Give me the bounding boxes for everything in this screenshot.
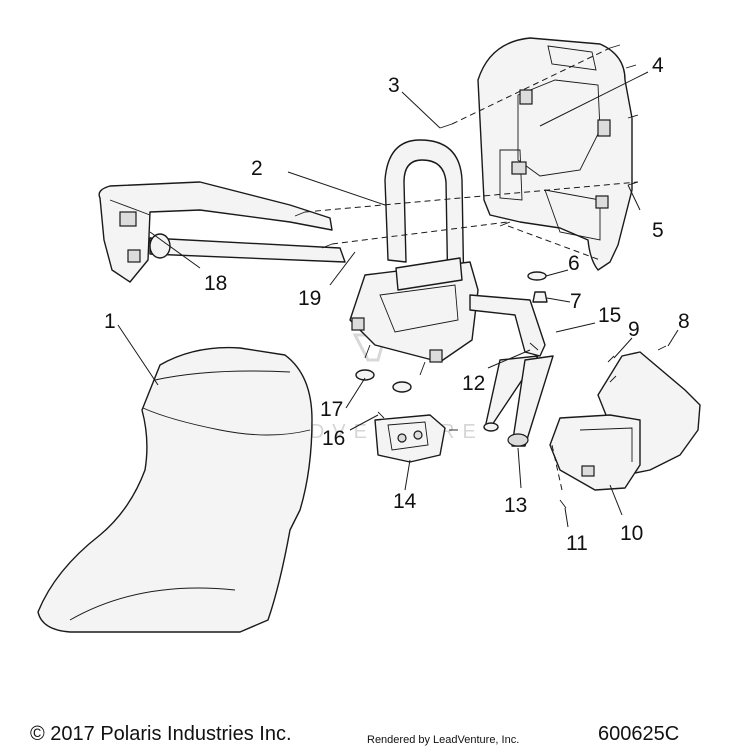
part-tube-frame (98, 181, 346, 283)
callout-11: 11 (566, 532, 588, 555)
assembly-lines (304, 47, 639, 491)
rendered-by-text: Rendered by LeadVenture, Inc. (367, 734, 519, 746)
callout-13: 13 (504, 494, 527, 517)
diagram-id: 600625C (598, 723, 679, 745)
part-side-cover (549, 351, 701, 491)
part-grommets (355, 369, 412, 393)
callout-15: 15 (598, 304, 621, 327)
callout-19: 19 (298, 287, 321, 310)
callout-2: 2 (251, 157, 263, 180)
fasteners (294, 44, 667, 509)
callout-10: 10 (620, 522, 643, 545)
callout-3: 3 (388, 74, 400, 97)
callout-7: 7 (570, 290, 582, 313)
part-tubes (483, 355, 554, 447)
callout-17: 17 (320, 398, 343, 421)
callout-4: 4 (652, 54, 664, 77)
callout-16: 16 (322, 427, 345, 450)
part-latch (374, 414, 446, 463)
part-backrest-cover (477, 37, 633, 271)
footer: © 2017 Polaris Industries Inc. Rendered … (30, 723, 679, 746)
callout-14: 14 (393, 490, 417, 513)
callout-9: 9 (628, 318, 640, 341)
callout-12: 12 (462, 372, 485, 395)
copyright-text: © 2017 Polaris Industries Inc. (30, 723, 292, 745)
callout-labels: 1 2 3 4 5 6 7 8 9 10 11 12 13 14 15 16 1… (104, 54, 690, 555)
callout-1: 1 (104, 310, 116, 333)
callout-18: 18 (204, 272, 227, 295)
leader-lines (117, 71, 679, 528)
part-washer-nut (527, 271, 548, 303)
part-seat (37, 346, 313, 633)
callout-5: 5 (652, 219, 664, 242)
part-grab-handle (349, 139, 546, 376)
callout-6: 6 (568, 252, 580, 275)
callout-8: 8 (678, 310, 690, 333)
